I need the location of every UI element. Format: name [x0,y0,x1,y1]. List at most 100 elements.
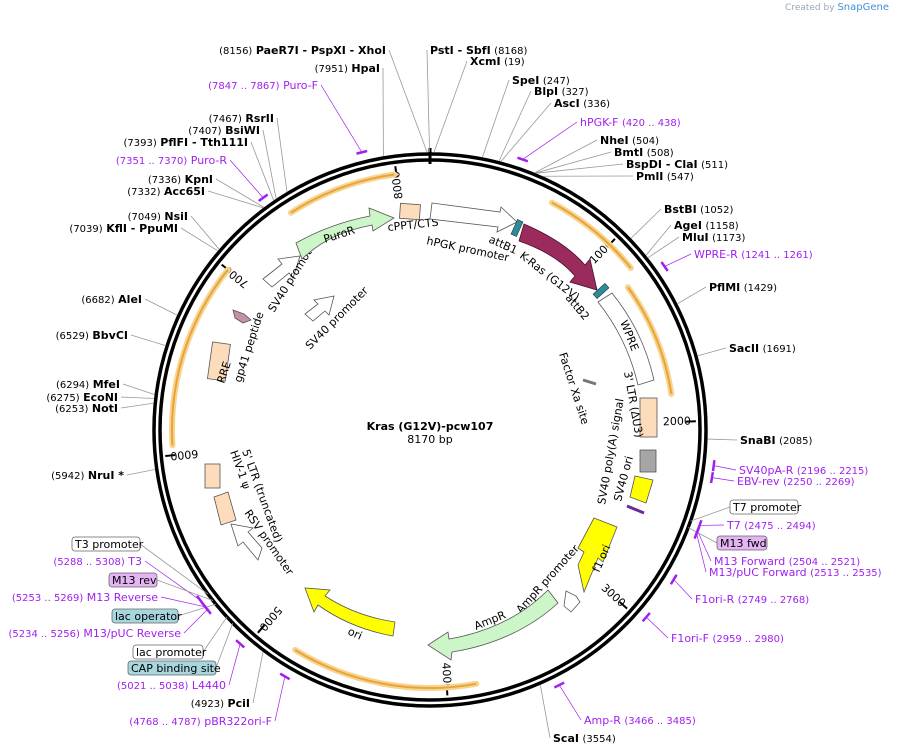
box-m13-rev [108,572,158,588]
site-bsiwi: (7407) BsiWI [188,124,260,137]
site-name: PflMI [709,281,740,294]
site-position: (7039) [69,224,102,235]
site-bstbi: BstBI (1052) [664,203,734,216]
primer-name: Puro-F [283,79,318,92]
site-name: SnaBI [740,434,776,447]
primer-range: (5253 .. 5269) [12,593,84,604]
site-position: (1158) [705,221,738,232]
site-position: (6275) [46,393,79,404]
site-leader [498,90,532,161]
site-name: MfeI [93,378,120,391]
primer-range: (2959 .. 2980) [712,634,784,645]
site-name: PmlI [636,170,663,183]
tick-label: 2000 [663,414,691,428]
site-leader [180,227,218,252]
box-lac-promoter [132,644,204,660]
primer-leader [559,684,582,721]
label-t3-promoter: T3 promoter [74,538,144,551]
orf-arc [551,201,632,269]
site-name: MluI [682,231,709,244]
feature-ampr [427,589,559,661]
site-nrui: (5942) NruI * [51,469,124,482]
tick-label: 6000 [170,447,199,463]
primer-name: T7 [726,519,741,532]
feature-sv40-ori [629,475,654,504]
site-leader [130,334,166,346]
site-asci: AscI (336) [554,97,610,110]
primer-range: (5021 .. 5038) [117,681,189,692]
site-name: BmtI [614,146,643,159]
feature-attb2 [592,282,610,300]
site-spei: SpeI (247) [512,74,570,87]
primer-range: (2475 .. 2494) [744,521,816,532]
site-name: PciI [228,697,250,710]
site-pmli: PmlI (547) [636,170,694,183]
snapgene-logo: SnapGene [837,2,889,13]
primer-hpgk-f: hPGK-F (420 .. 438) [580,116,681,129]
site-name: SpeI [512,74,539,87]
site-blpi: BlpI (327) [534,85,589,98]
primer-range: (2504 .. 2521) [789,557,861,568]
primer-mark [693,527,700,540]
leader-lines [120,49,738,739]
site-leader [536,163,624,174]
primer-range: (7847 .. 7867) [208,81,280,92]
primer-mark [553,681,565,689]
primer-leader [696,533,707,573]
primer-name: hPGK-F [580,116,618,129]
site-paer7i-pspxi-xhoi: (8156) PaeR7I - PspXI - XhoI [219,44,386,57]
primer-range: (7351 .. 7370) [116,156,188,167]
primer-sv40pa-r: SV40pA-R (2196 .. 2215) [739,464,868,477]
site-position: (504) [632,136,659,147]
site-position: (7049) [128,212,161,223]
tick-label: 8000 [389,170,406,199]
primer-mark [235,639,246,649]
primer-leader [664,253,692,267]
site-acc65i: (7332) Acc65I [127,185,205,198]
label-lac-operator: lac operator [115,610,182,623]
site-name: NruI * [88,469,124,482]
label-cap-binding-site: CAP binding site [131,662,221,675]
site-leader [215,178,264,208]
site-scai: ScaI (3554) [553,732,616,745]
feature-label-puror: PuroR [322,223,357,245]
feature-sv40-promoter-2 [304,295,335,322]
site-position: (511) [701,160,728,171]
feature-puror [295,207,395,260]
primer-wpre-r: WPRE-R (1241 .. 1261) [694,248,813,261]
primer-mark [669,574,678,585]
primer-m13-puc-forward: M13/pUC Forward (2513 .. 2535) [709,566,882,579]
tick-mark [619,601,628,610]
site-position: (3554) [582,734,615,745]
site-name: BsiWI [225,124,260,137]
site-position: (8156) [219,46,252,57]
feature-label-ori: ori [346,625,364,643]
box-leader [202,616,228,653]
site-alei: (6682) AleI [81,293,142,306]
site-name: HpaI [351,62,380,75]
primer-range: (5288 .. 5308) [53,557,125,568]
tick-mark [257,624,266,634]
primer-pbr322ori-f: (4768 .. 4787) pBR322ori-F [129,715,272,728]
primer-range: (1241 .. 1261) [741,250,813,261]
primer-leader [320,84,363,153]
site-leader [250,141,274,201]
primer-leader [228,643,241,686]
feature-gp41-peptide [232,309,252,324]
feature-wpre [597,292,655,386]
site-position: (508) [647,148,674,159]
primer-name: Puro-R [191,154,228,167]
primer-mark [641,612,651,623]
orf-arc [290,173,395,214]
site-position: (7332) [127,187,160,198]
site-nhei: NheI (504) [600,134,659,147]
tick-label: 4000 [439,662,454,691]
site-position: (6294) [56,380,89,391]
plasmid-length: 8170 bp [407,433,452,446]
site-position: (547) [667,172,694,183]
label-m13-fwd: M13 fwd [720,537,767,550]
site-leader [645,224,672,256]
site-position: (7393) [124,138,157,149]
feature-factor-xa-site [582,378,597,386]
